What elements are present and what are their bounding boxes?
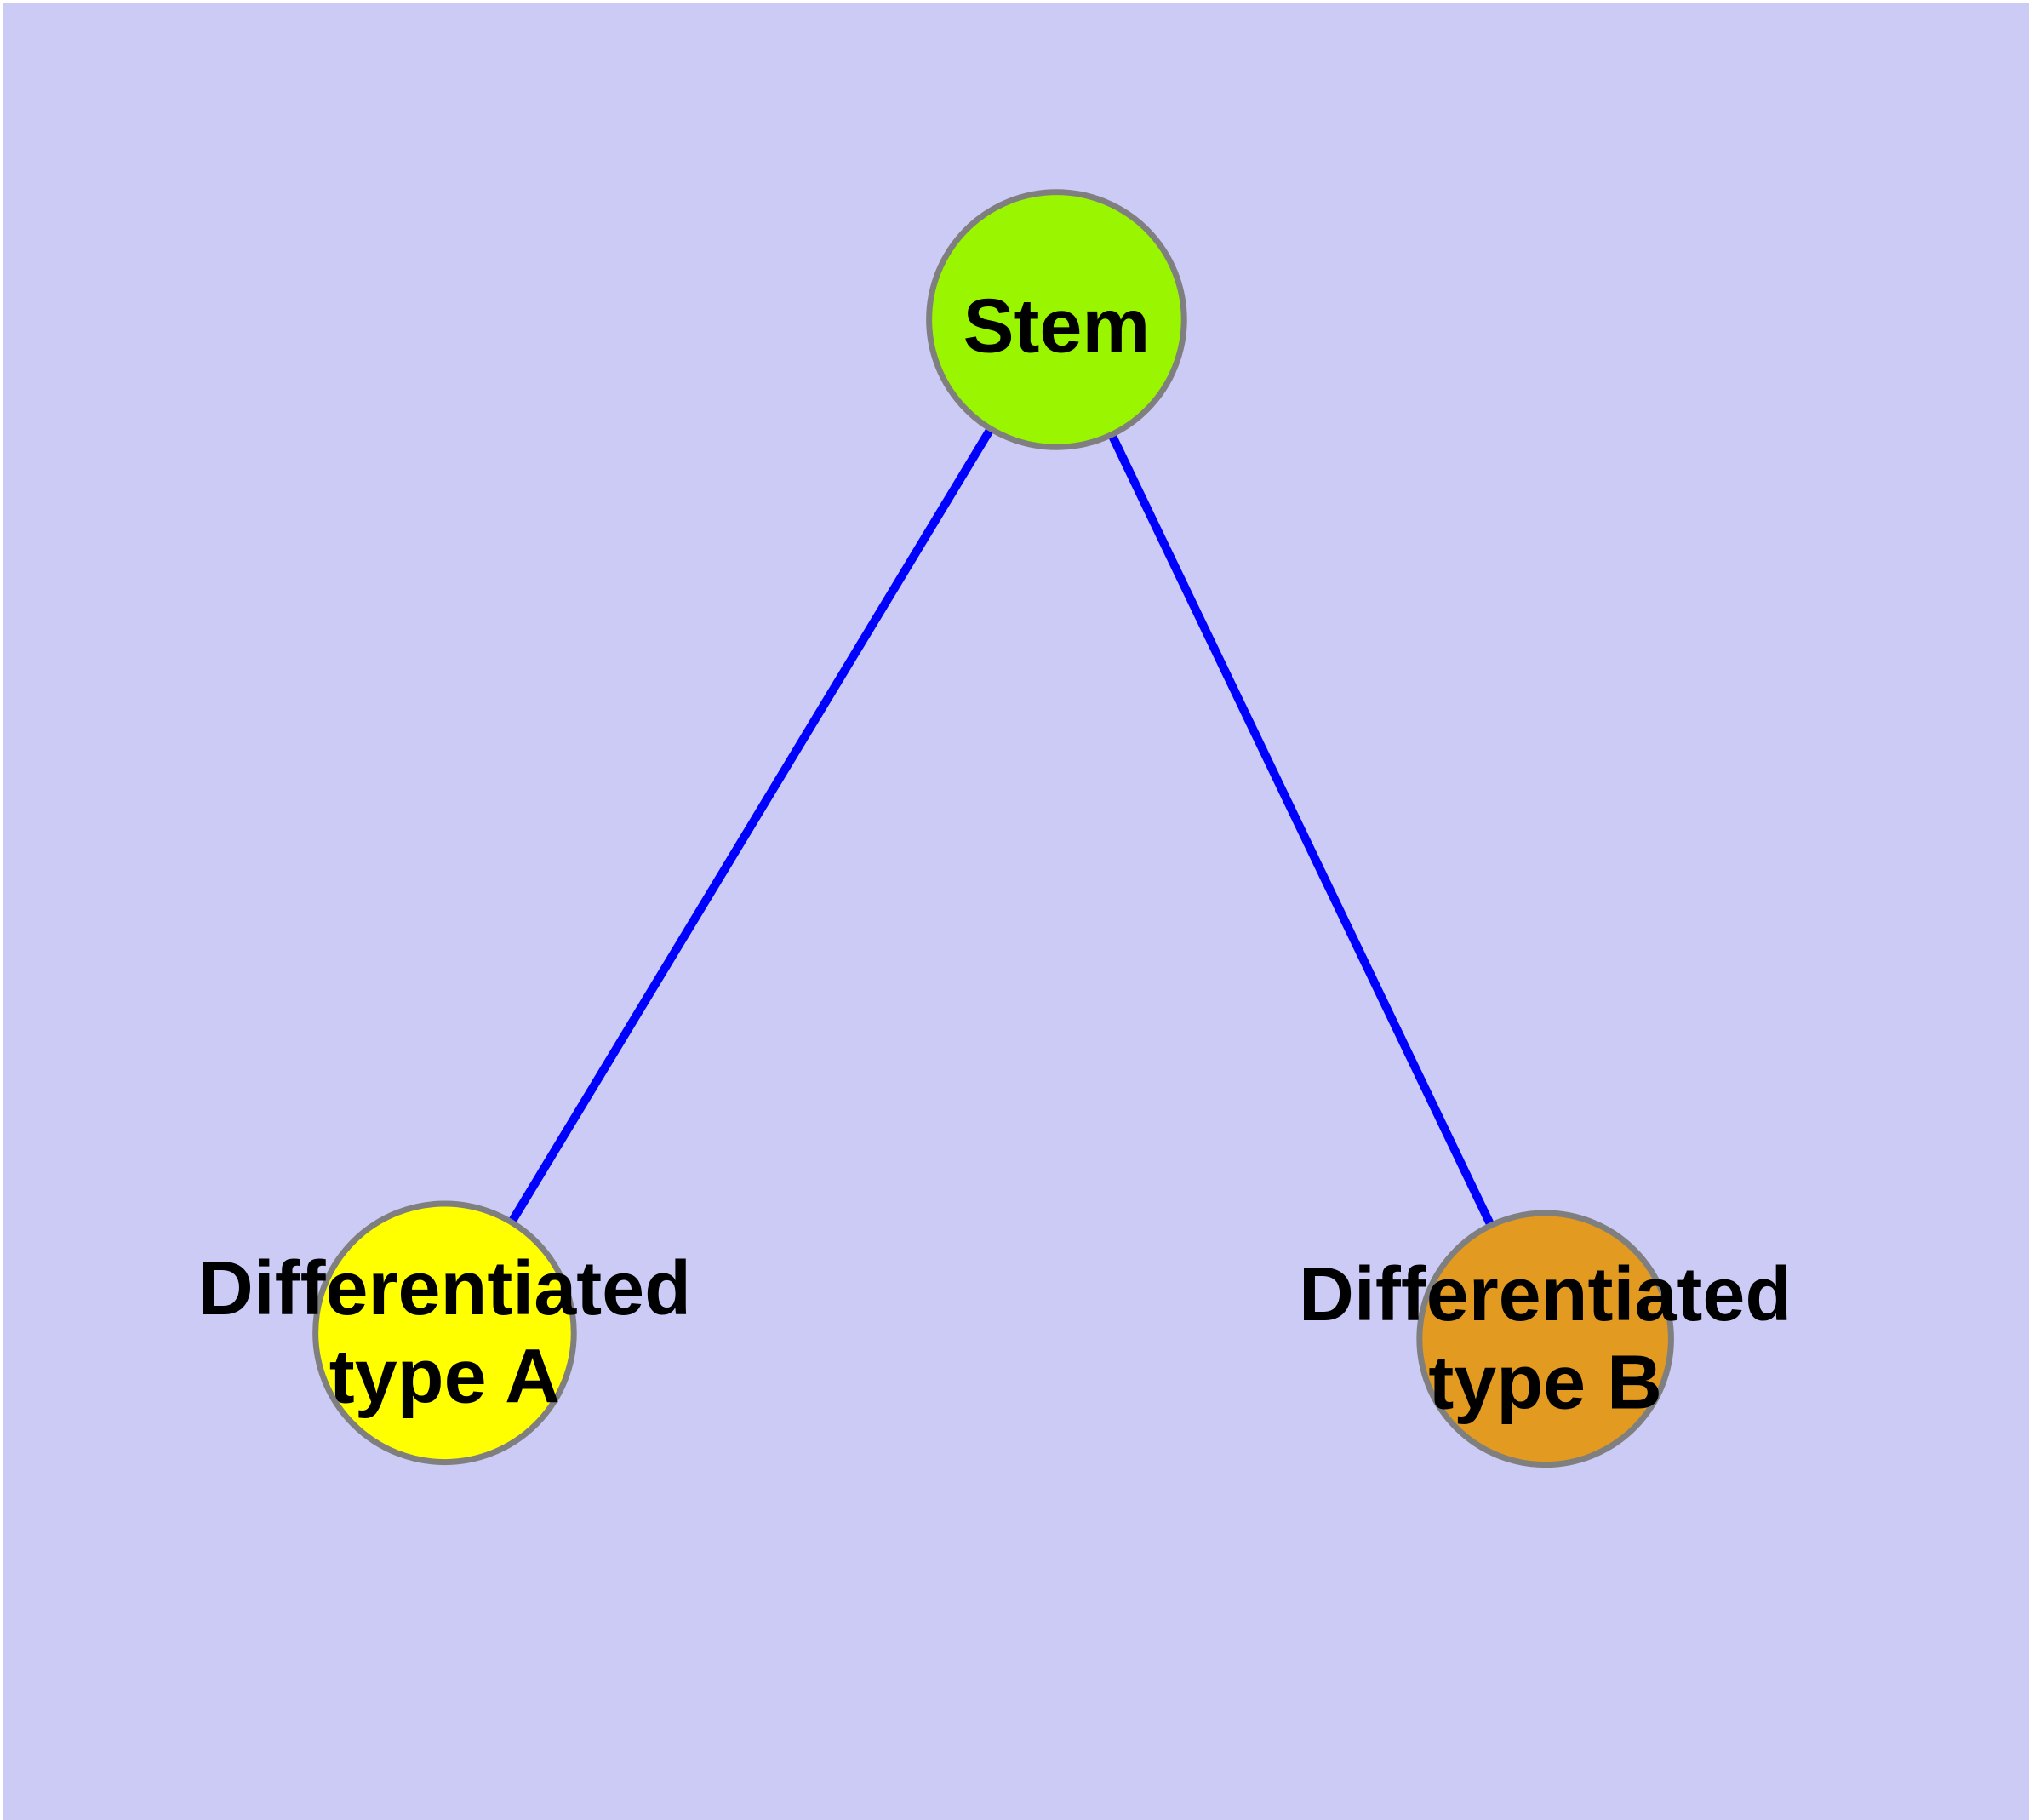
node-label-stem-line-0: Stem <box>963 283 1151 369</box>
nodes-layer <box>312 189 1674 1468</box>
edges-layer <box>441 317 1550 1341</box>
node-differentiated-type-b <box>1416 1210 1674 1468</box>
node-stem <box>926 189 1187 450</box>
edge-stem-to-differentiated-type-a <box>441 317 1060 1336</box>
node-label-differentiated-type-a-line-1: type A <box>329 1335 560 1420</box>
node-label-differentiated-type-b-line-1: type B <box>1428 1341 1662 1426</box>
node-label-differentiated-type-b-line-0: Differentiated <box>1299 1252 1792 1337</box>
node-differentiated-type-a <box>312 1200 577 1466</box>
edge-stem-to-differentiated-type-b <box>1052 318 1550 1341</box>
node-label-differentiated-type-a-line-0: Differentiated <box>198 1246 691 1331</box>
